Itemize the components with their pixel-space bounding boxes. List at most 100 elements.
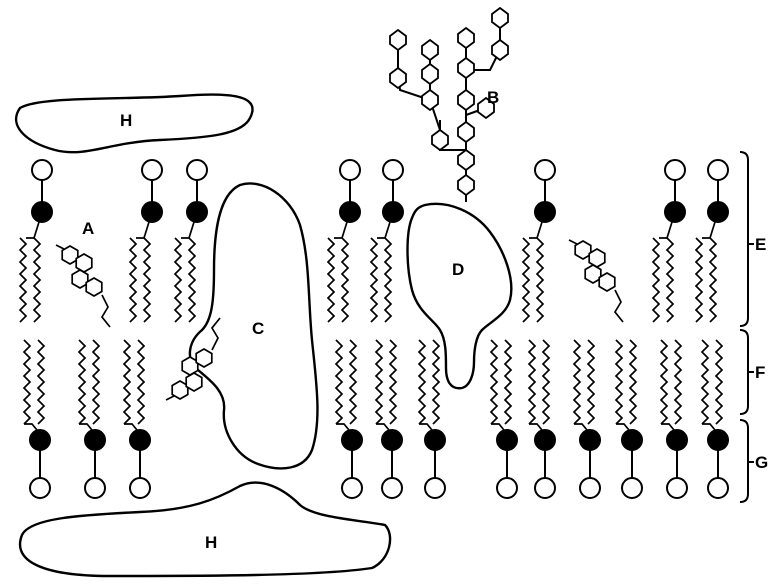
fatty-acid-tail [714, 339, 724, 425]
open-headgroup [186, 159, 208, 181]
filled-headgroup [534, 429, 556, 451]
glycerol-link [574, 423, 588, 431]
sugar-unit [457, 56, 475, 80]
glycerol-link [616, 423, 630, 431]
open-headgroup [84, 477, 106, 499]
sugar-unit [431, 128, 449, 152]
steroid-ring [588, 248, 606, 268]
filled-headgroup [579, 429, 601, 451]
filled-headgroup [707, 201, 729, 223]
filled-headgroup [341, 429, 363, 451]
glycerol-link [24, 423, 38, 431]
label-A: A [82, 219, 94, 238]
sugar-unit [457, 173, 475, 197]
glycerol-link [124, 423, 138, 431]
label-B: B [487, 88, 499, 107]
label-H-top: H [120, 111, 132, 130]
cholesterol [165, 317, 221, 401]
label-E: E [755, 235, 766, 254]
fatty-acid-tail [136, 339, 146, 425]
fatty-acid-tail [431, 339, 441, 425]
open-headgroup [339, 159, 361, 181]
glycerol-link [181, 221, 195, 239]
fatty-acid-tail [586, 339, 596, 425]
open-headgroup [382, 159, 404, 181]
fatty-acid-tail [91, 339, 101, 425]
steroid-ring [598, 272, 616, 292]
phospholipid-inner [489, 339, 518, 499]
glycerol-link [661, 423, 675, 431]
fatty-acid-tail [665, 237, 675, 323]
fatty-acid-tail [700, 339, 710, 425]
phospholipid-outer [18, 159, 53, 323]
glycan-units [389, 6, 509, 197]
fatty-acid-tail [651, 237, 661, 323]
phospholipid-inner [22, 339, 51, 499]
fatty-acid-tail [326, 237, 336, 323]
cholesterol-tail [100, 294, 111, 328]
phospholipid-inner [659, 339, 688, 499]
fatty-acid-tail [694, 237, 704, 323]
lipid-bilayer [18, 159, 729, 499]
fatty-acid-tail [503, 339, 513, 425]
phospholipid-inner [334, 339, 363, 499]
glycerol-link [659, 221, 673, 239]
steroid-ring [71, 269, 89, 289]
open-headgroup [664, 159, 686, 181]
filled-headgroup [666, 429, 688, 451]
steroid-ring [574, 240, 592, 260]
open-headgroup [341, 477, 363, 499]
fatty-acid-tail [348, 339, 358, 425]
fatty-acid-tail [18, 237, 28, 323]
sugar-unit [421, 88, 439, 112]
glycerol-link [26, 221, 40, 239]
fatty-acid-tail [173, 237, 183, 323]
phospholipid-inner [77, 339, 106, 499]
cholesterol [568, 239, 624, 323]
open-headgroup [129, 477, 151, 499]
fatty-acid-tail [142, 237, 152, 323]
steroid-ring [61, 245, 79, 265]
cholesterol-tail [613, 289, 624, 323]
steroid-ring [584, 264, 602, 284]
sugar-unit [457, 26, 475, 50]
open-headgroup [534, 477, 556, 499]
glycerol-link [79, 423, 93, 431]
phospholipid-inner [417, 339, 446, 499]
peripheral-protein-bottom [18, 481, 392, 578]
glycerol-link [419, 423, 433, 431]
filled-headgroup [707, 429, 729, 451]
phospholipid-inner [700, 339, 729, 499]
filled-headgroup [382, 201, 404, 223]
fatty-acid-tail [36, 339, 46, 425]
filled-headgroup [31, 201, 53, 223]
filled-headgroup [496, 429, 518, 451]
fatty-acid-tail [708, 237, 718, 323]
sugar-unit [389, 28, 407, 52]
label-F: F [755, 363, 765, 382]
fatty-acid-tail [628, 339, 638, 425]
fatty-acid-tail [128, 237, 138, 323]
integral-protein-C [188, 182, 319, 470]
fatty-acid-tail [541, 339, 551, 425]
fatty-acid-tail [22, 339, 32, 425]
fatty-acid-tail [334, 339, 344, 425]
steroid-ring [185, 372, 203, 392]
open-headgroup [707, 477, 729, 499]
open-headgroup [141, 159, 163, 181]
phospholipid-outer [369, 159, 404, 323]
open-headgroup [496, 477, 518, 499]
fatty-acid-tail [187, 237, 197, 323]
sugar-unit [477, 96, 495, 120]
open-headgroup [534, 159, 556, 181]
open-headgroup [707, 159, 729, 181]
open-headgroup [381, 477, 403, 499]
fatty-acid-tail [417, 339, 427, 425]
glycerol-link [529, 221, 543, 239]
fatty-acid-tail [673, 339, 683, 425]
glycerol-link [702, 221, 716, 239]
phospholipid-outer [521, 159, 556, 323]
hydroxyl-group [165, 395, 175, 401]
phospholipid-outer [651, 159, 686, 323]
filled-headgroup [381, 429, 403, 451]
